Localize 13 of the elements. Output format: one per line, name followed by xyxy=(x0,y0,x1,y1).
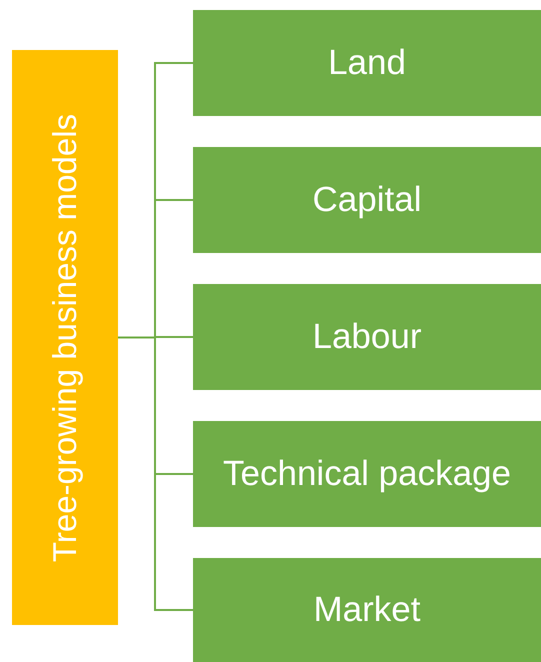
factor-box xyxy=(193,558,541,662)
factor-label: Market xyxy=(314,590,420,630)
factor-box xyxy=(193,10,541,116)
category-bar xyxy=(12,50,118,625)
factor-label: Land xyxy=(328,43,406,83)
factor-box xyxy=(193,284,541,390)
factor-box xyxy=(193,421,541,527)
factor-label: Capital xyxy=(312,180,422,220)
factor-label: Technical package xyxy=(223,454,511,494)
factor-label: Labour xyxy=(312,317,422,357)
factor-box xyxy=(193,147,541,253)
connector-line xyxy=(118,336,193,611)
category-label: Tree-growing business models xyxy=(46,113,84,562)
